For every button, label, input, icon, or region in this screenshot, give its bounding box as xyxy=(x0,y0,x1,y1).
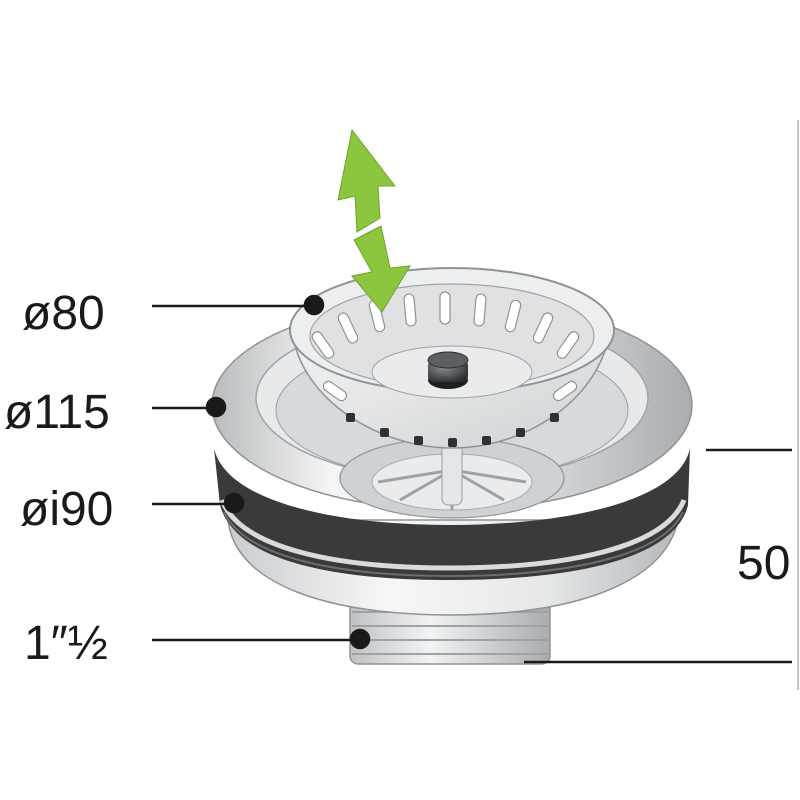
basket-diameter-label: ø80 xyxy=(22,287,105,340)
basket-knob xyxy=(427,351,469,389)
thread-size-label: 1″½ xyxy=(24,617,108,670)
double-arrow-up-down-icon xyxy=(337,128,411,313)
leader-dot-basket xyxy=(303,294,325,316)
leader-dot-inner xyxy=(223,492,245,514)
strainer-basket xyxy=(289,267,615,449)
inner-seat xyxy=(339,437,565,519)
basket-bottom-holes xyxy=(346,413,559,447)
rubber-gasket xyxy=(214,448,690,580)
height-dimension xyxy=(524,120,799,690)
inner-diameter-label: øi90 xyxy=(20,483,114,536)
flange-diameter-label: ø115 xyxy=(4,386,110,439)
dimension-leaders xyxy=(152,294,371,650)
basket-slots xyxy=(311,291,580,402)
leader-dot-thread xyxy=(349,628,371,650)
height-label: 50 xyxy=(737,537,791,590)
leader-dot-flange xyxy=(205,396,227,418)
